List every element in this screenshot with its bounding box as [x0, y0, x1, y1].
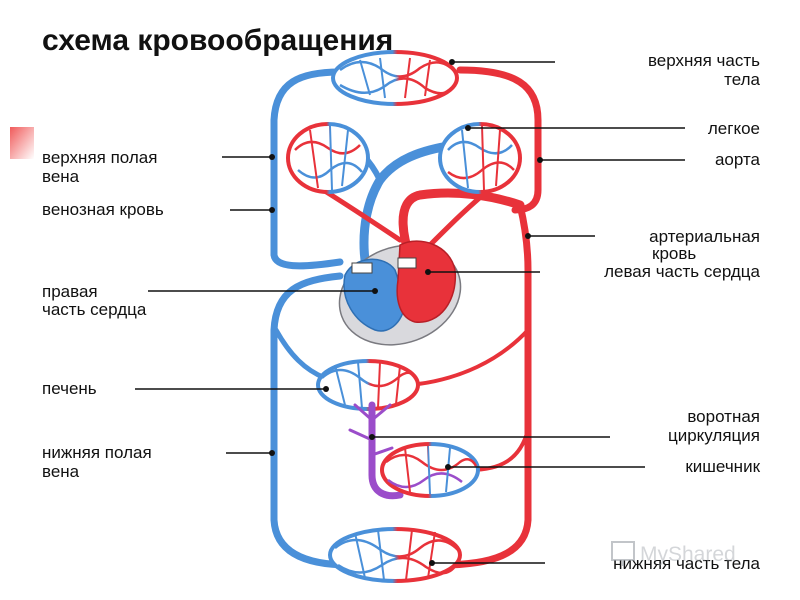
right-heart-chamber: [343, 258, 406, 332]
upper-body-capillaries: [331, 50, 459, 106]
label-aorta: аорта: [715, 150, 761, 169]
lung-right: [438, 122, 522, 194]
leader-dot: [369, 434, 375, 440]
label-intestine: кишечник: [685, 457, 760, 476]
heart-valve: [351, 262, 373, 274]
label-svc-2: вена: [42, 167, 80, 186]
label-lower-body: нижняя часть тела: [613, 554, 760, 573]
leader-dot: [537, 157, 543, 163]
label-portal: воротная: [687, 407, 760, 426]
label-right-heart-2: часть сердца: [42, 300, 147, 319]
label-upper-body: верхняя часть: [648, 51, 760, 70]
leader-dot: [425, 269, 431, 275]
page-title: схема кровообращения: [42, 24, 393, 57]
watermark: MyShared: [611, 541, 736, 566]
lower-body-capillaries: [328, 527, 462, 583]
label-left-heart: левая часть сердца: [604, 262, 760, 281]
label-lung: легкое: [708, 119, 760, 138]
leader-dot: [269, 207, 275, 213]
accent-decoration: [10, 127, 34, 159]
leader-dot: [445, 464, 451, 470]
lung-left: [286, 122, 370, 194]
leader-dot: [372, 288, 378, 294]
label-svc: верхняя полая: [42, 148, 157, 167]
leader-dot: [429, 560, 435, 566]
aorta-vessel: [456, 66, 542, 214]
portal-vein: [348, 401, 404, 500]
label-liver: печень: [42, 379, 97, 398]
descending-aorta: [436, 201, 532, 569]
leader-dot: [525, 233, 531, 239]
label-venous: венозная кровь: [42, 200, 164, 219]
liver-capillaries: [316, 359, 420, 411]
hepatic-artery: [408, 328, 530, 387]
leader-dot: [269, 154, 275, 160]
watermark-text: MyShared: [640, 543, 736, 566]
leader-dot: [323, 386, 329, 392]
label-ivc-2: вена: [42, 462, 80, 481]
intestine-capillaries: [380, 442, 480, 498]
heart-valve: [397, 257, 417, 269]
leader-dot: [269, 450, 275, 456]
leader-dot: [449, 59, 455, 65]
hepatic-vein: [273, 327, 328, 381]
superior-vena-cava: [270, 68, 344, 270]
heart: [338, 240, 462, 346]
label-arterial-2: кровь: [652, 244, 696, 263]
label-ivc: нижняя полая: [42, 443, 152, 462]
label-portal-2: циркуляция: [668, 426, 760, 445]
inferior-vena-cava: [270, 272, 354, 569]
label-right-heart: правая: [42, 282, 98, 301]
leader-dot: [465, 125, 471, 131]
label-upper-body-2: тела: [724, 70, 760, 89]
label-arterial: артериальная: [649, 227, 760, 246]
